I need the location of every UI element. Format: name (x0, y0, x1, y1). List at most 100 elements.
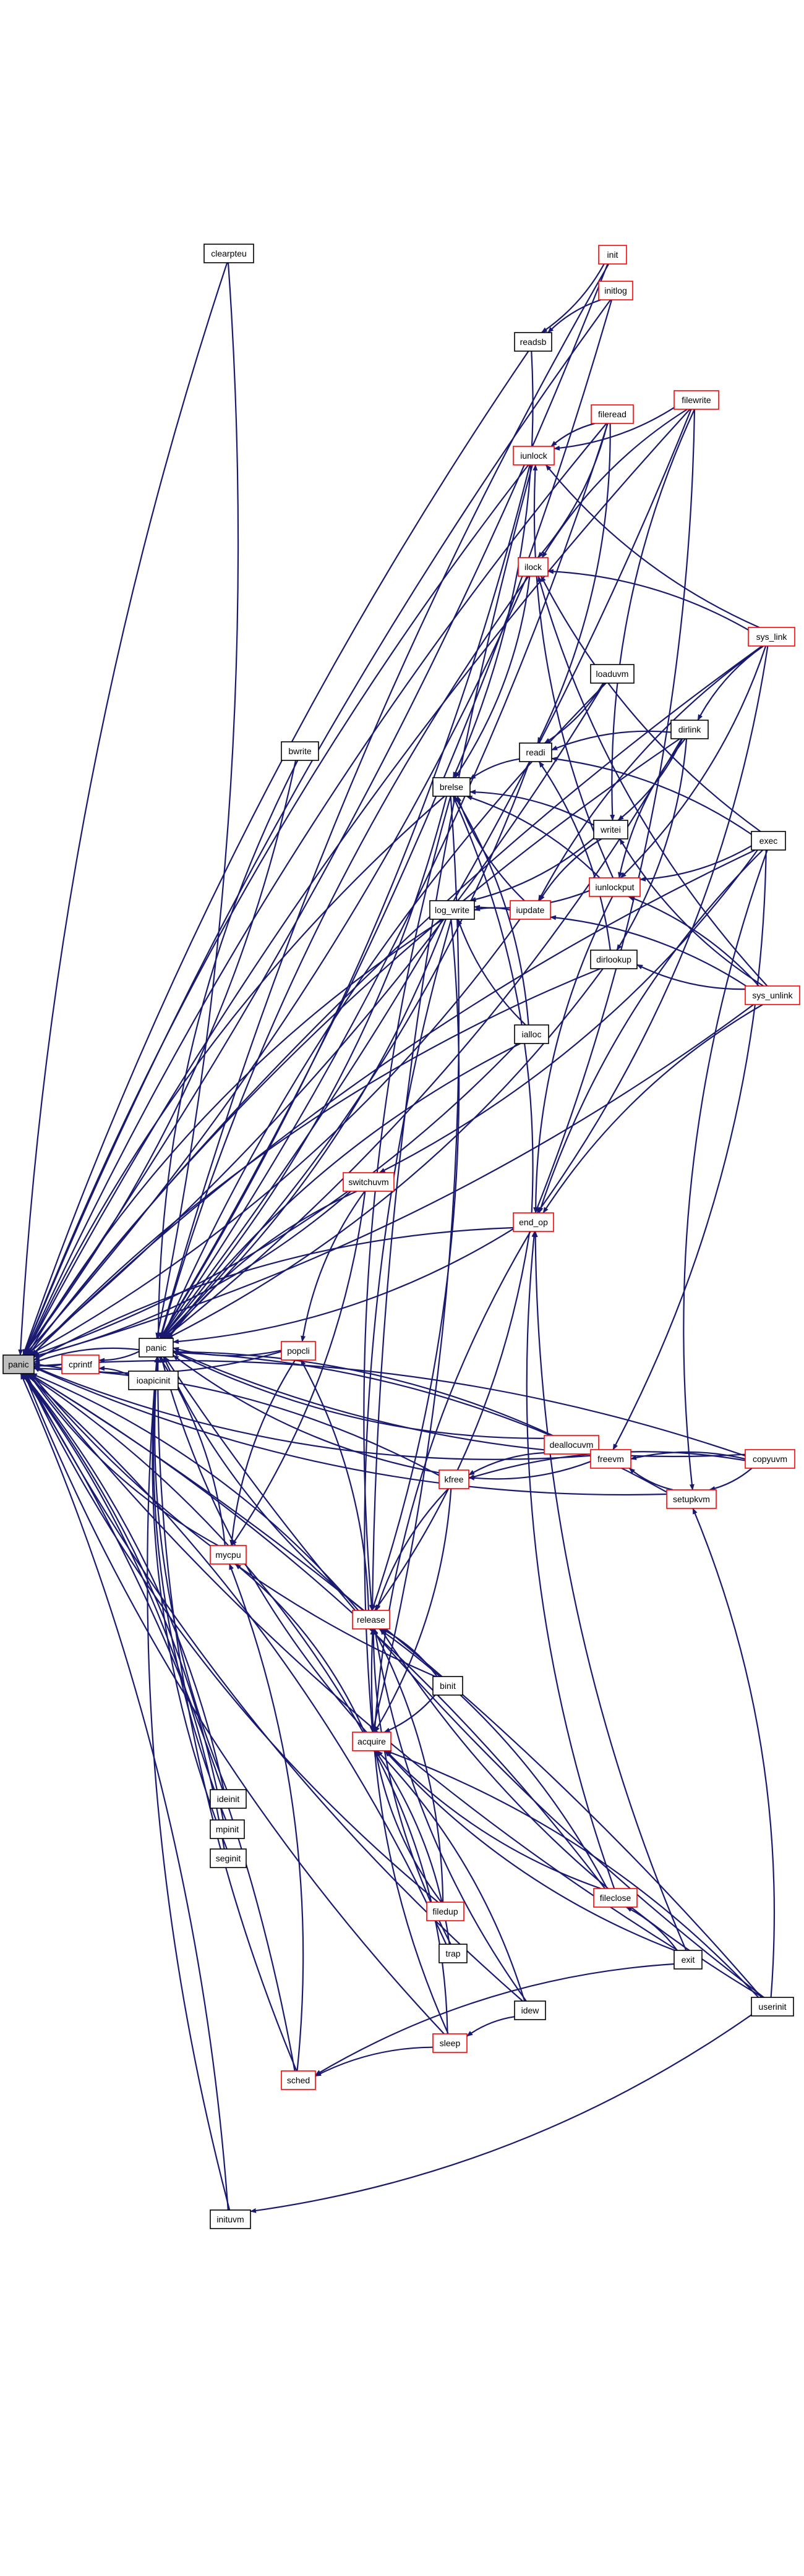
node-brelse-box[interactable] (432, 777, 471, 797)
node-ialloc-box[interactable] (514, 1024, 549, 1044)
node-release[interactable]: release (352, 1610, 390, 1630)
node-exec-box[interactable] (751, 831, 786, 851)
node-iunlock[interactable]: iunlock (513, 446, 555, 465)
node-sys_link[interactable]: sys_link (748, 627, 795, 647)
node-ialloc[interactable]: ialloc (514, 1024, 549, 1044)
node-readi-box[interactable] (519, 742, 552, 762)
node-iupdate-box[interactable] (510, 900, 551, 920)
node-sys_unlink[interactable]: sys_unlink (745, 985, 800, 1005)
node-mycpu[interactable]: mycpu (210, 1545, 247, 1565)
node-exit[interactable]: exit (674, 1950, 703, 1970)
node-trap-box[interactable] (438, 1944, 468, 1963)
node-dirlookup-box[interactable] (590, 950, 638, 969)
node-init[interactable]: init (598, 245, 627, 265)
node-setupkvm-box[interactable] (666, 1489, 717, 1509)
node-sleep-box[interactable] (432, 2033, 468, 2053)
node-popcli[interactable]: popcli (281, 1341, 316, 1361)
node-filedup[interactable]: filedup (426, 1902, 464, 1921)
node-acquire-box[interactable] (352, 1732, 391, 1751)
node-panic2[interactable]: panic (139, 1338, 174, 1358)
node-readsb-box[interactable] (514, 332, 552, 352)
node-bwrite-box[interactable] (281, 741, 319, 761)
node-filewrite[interactable]: filewrite (674, 390, 719, 410)
node-panic2-box[interactable] (139, 1338, 174, 1358)
node-setupkvm[interactable]: setupkvm (666, 1489, 717, 1509)
node-kfree[interactable]: kfree (438, 1469, 469, 1489)
node-ioapicinit[interactable]: ioapicinit (128, 1371, 179, 1390)
node-copyuvm[interactable]: copyuvm (745, 1449, 795, 1469)
node-ilock[interactable]: ilock (518, 557, 549, 577)
node-fileclose-box[interactable] (593, 1888, 638, 1908)
node-bwrite[interactable]: bwrite (281, 741, 319, 761)
node-iunlockput[interactable]: iunlockput (589, 877, 641, 897)
node-popcli-box[interactable] (281, 1341, 316, 1361)
node-dirlookup[interactable]: dirlookup (590, 950, 638, 969)
node-seginit-box[interactable] (210, 1848, 247, 1868)
node-dirlink-box[interactable] (670, 720, 709, 739)
node-log_write-box[interactable] (429, 900, 475, 920)
node-iupdate[interactable]: iupdate (510, 900, 551, 920)
node-fileread[interactable]: fileread (591, 404, 634, 424)
node-acquire[interactable]: acquire (352, 1732, 391, 1751)
node-idew-box[interactable] (514, 2000, 546, 2020)
node-ideinit-box[interactable] (210, 1789, 247, 1809)
node-idew[interactable]: idew (514, 2000, 546, 2020)
node-exec[interactable]: exec (751, 831, 786, 851)
node-initlog-box[interactable] (598, 281, 633, 300)
node-log_write[interactable]: log_write (429, 900, 475, 920)
node-switchuvm-box[interactable] (343, 1172, 395, 1192)
node-writei[interactable]: writei (593, 820, 628, 840)
node-freevm-box[interactable] (590, 1449, 631, 1469)
node-kfree-box[interactable] (438, 1469, 469, 1489)
node-trap[interactable]: trap (438, 1944, 468, 1963)
node-sched[interactable]: sched (281, 2070, 316, 2090)
node-readsb[interactable]: readsb (514, 332, 552, 352)
node-ioapicinit-box[interactable] (128, 1371, 179, 1390)
node-end_op[interactable]: end_op (513, 1212, 554, 1232)
node-clearpteu[interactable]: clearpteu (203, 244, 254, 263)
node-fileread-box[interactable] (591, 404, 634, 424)
node-ideinit[interactable]: ideinit (210, 1789, 247, 1809)
node-mycpu-box[interactable] (210, 1545, 247, 1565)
node-readi[interactable]: readi (519, 742, 552, 762)
node-fileclose[interactable]: fileclose (593, 1888, 638, 1908)
node-binit[interactable]: binit (432, 1676, 463, 1696)
node-end_op-box[interactable] (513, 1212, 554, 1232)
node-switchuvm[interactable]: switchuvm (343, 1172, 395, 1192)
node-release-box[interactable] (352, 1610, 390, 1630)
node-exit-box[interactable] (674, 1950, 703, 1970)
node-clearpteu-box[interactable] (203, 244, 254, 263)
node-iunlockput-box[interactable] (589, 877, 641, 897)
node-panic-box[interactable] (2, 1354, 35, 1374)
node-sleep[interactable]: sleep (432, 2033, 468, 2053)
node-userinit-box[interactable] (751, 1997, 794, 2017)
node-dirlink[interactable]: dirlink (670, 720, 709, 739)
node-filedup-box[interactable] (426, 1902, 464, 1921)
node-binit-box[interactable] (432, 1676, 463, 1696)
node-ilock-box[interactable] (518, 557, 549, 577)
node-inituvm-box[interactable] (210, 2209, 251, 2229)
node-iunlock-box[interactable] (513, 446, 555, 465)
node-initlog[interactable]: initlog (598, 281, 633, 300)
node-writei-box[interactable] (593, 820, 628, 840)
node-seginit[interactable]: seginit (210, 1848, 247, 1868)
node-mpinit[interactable]: mpinit (210, 1819, 245, 1839)
node-cprintf[interactable]: cprintf (61, 1354, 100, 1374)
node-deallocuvm-box[interactable] (544, 1435, 599, 1455)
node-panic[interactable]: panic (2, 1354, 35, 1374)
node-cprintf-box[interactable] (61, 1354, 100, 1374)
node-sched-box[interactable] (281, 2070, 316, 2090)
node-filewrite-box[interactable] (674, 390, 719, 410)
node-loaduvm-box[interactable] (590, 664, 635, 684)
node-mpinit-box[interactable] (210, 1819, 245, 1839)
node-freevm[interactable]: freevm (590, 1449, 631, 1469)
node-deallocuvm[interactable]: deallocuvm (544, 1435, 599, 1455)
node-sys_unlink-box[interactable] (745, 985, 800, 1005)
node-userinit[interactable]: userinit (751, 1997, 794, 2017)
node-sys_link-box[interactable] (748, 627, 795, 647)
node-brelse[interactable]: brelse (432, 777, 471, 797)
node-loaduvm[interactable]: loaduvm (590, 664, 635, 684)
node-copyuvm-box[interactable] (745, 1449, 795, 1469)
node-init-box[interactable] (598, 245, 627, 265)
node-inituvm[interactable]: inituvm (210, 2209, 251, 2229)
